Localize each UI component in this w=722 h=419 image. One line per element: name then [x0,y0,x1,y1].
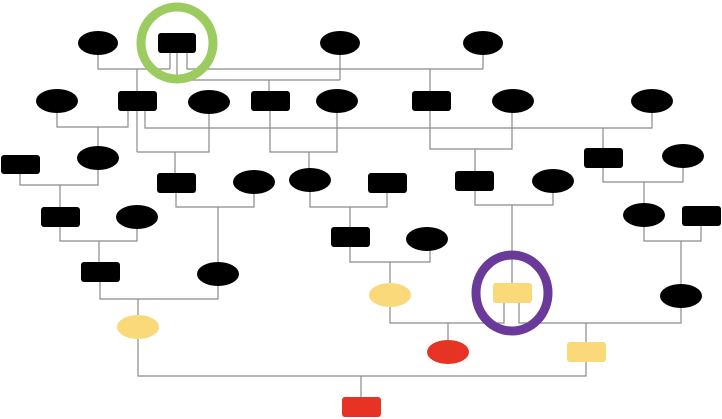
couple-line [518,302,682,324]
couple-line [474,190,554,206]
female-node[interactable] [660,284,702,308]
female-node[interactable] [188,90,230,114]
affected-female-node[interactable] [427,340,469,364]
purple-highlight-ring [471,250,553,336]
male-node[interactable] [331,227,370,247]
highlight-rings [136,2,553,336]
carrier-male-node[interactable] [567,342,606,362]
carrier-male-node[interactable] [493,283,532,303]
green-highlight-ring [136,2,218,84]
affected-male-node[interactable] [342,397,381,417]
couple-line [99,281,219,300]
carrier-female-node[interactable] [117,315,159,339]
couple-line [602,167,684,183]
connector-lines [19,50,702,398]
female-node[interactable] [320,31,360,55]
male-node[interactable] [251,91,290,111]
male-node[interactable] [1,155,40,174]
male-node[interactable] [682,206,721,226]
individuals [1,31,721,417]
couple-line [269,110,338,153]
female-node[interactable] [197,262,239,286]
female-node[interactable] [36,89,78,113]
male-node[interactable] [41,207,80,227]
couple-line [144,110,653,129]
female-node[interactable] [623,203,665,227]
couple-line [19,169,99,186]
carrier-female-node[interactable] [369,283,411,307]
male-node[interactable] [118,91,157,111]
female-node[interactable] [78,31,118,55]
male-node[interactable] [584,148,623,168]
male-node[interactable] [158,33,196,53]
female-node[interactable] [492,89,534,113]
female-node[interactable] [316,89,358,113]
couple-line [389,302,505,324]
female-node[interactable] [406,227,448,251]
male-node[interactable] [157,173,196,193]
couple-line [309,191,388,208]
couple-line [59,226,138,242]
male-node[interactable] [455,171,494,191]
male-node[interactable] [368,173,407,193]
female-node[interactable] [532,169,574,193]
couple-line [175,192,255,208]
female-node[interactable] [631,89,673,113]
couple-line [137,338,587,377]
couple-line [137,114,210,153]
couple-line [643,225,702,242]
couple-line [56,110,129,128]
female-node[interactable] [463,31,503,55]
male-node[interactable] [81,262,120,282]
female-node[interactable] [233,170,275,194]
male-node[interactable] [412,91,451,111]
couple-line [186,50,484,70]
female-node[interactable] [116,205,158,229]
couple-line [429,110,513,150]
female-node[interactable] [662,144,704,168]
female-node[interactable] [289,168,331,192]
female-node[interactable] [77,146,119,170]
